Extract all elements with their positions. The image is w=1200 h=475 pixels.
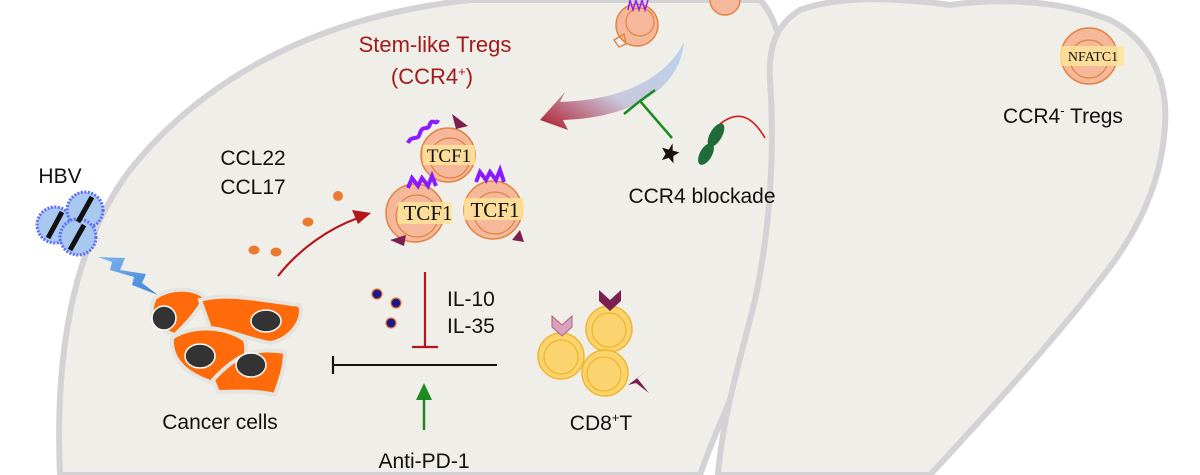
svg-text:TCF1: TCF1 xyxy=(427,146,471,167)
antibody-icon xyxy=(698,115,766,165)
ccr4-blockade-label: CCR4 blockade xyxy=(628,185,775,208)
stem-like-treg-cluster: TCF1 TCF1 TCF1 xyxy=(385,114,524,246)
ccr4-blockade-inhibition xyxy=(623,88,673,139)
cd8-t-cell-cluster xyxy=(537,290,649,397)
cancer-cells-label: Cancer cells xyxy=(162,411,278,434)
stem-like-tregs-title: Stem-like Tregs xyxy=(359,32,512,57)
treg-cell-top-partial xyxy=(709,0,741,16)
stem-like-tregs-marker: (CCR4+) xyxy=(391,64,473,89)
lightning-bolt-icon xyxy=(98,257,158,295)
anti-pd1-activation-arrow xyxy=(416,383,432,430)
tcf1-treg-cell: TCF1 xyxy=(385,170,453,246)
anti-pd1-label: Anti-PD-1 xyxy=(378,450,469,473)
hbv-label: HBV xyxy=(38,165,81,188)
hbv-virus-icon xyxy=(35,190,105,257)
cd8-killing-line xyxy=(331,356,497,374)
svg-text:TCF1: TCF1 xyxy=(403,201,452,225)
liver-right-lobe xyxy=(714,0,1169,475)
recruitment-arrow xyxy=(540,42,684,130)
cancer-cells-icon xyxy=(149,287,303,398)
chemokine-label-ccl17: CCL17 xyxy=(220,176,285,199)
cd8-t-cells-label: CD8+T xyxy=(570,410,633,435)
tcf1-treg-cell: TCF1 xyxy=(463,164,524,242)
chemokine-label-ccl22: CCL22 xyxy=(220,147,285,170)
nfatc1-treg-cell: NFATC1 xyxy=(1060,27,1124,85)
ccr4-negative-tregs-label: CCR4- Tregs xyxy=(1003,103,1123,128)
treg-suppression-inhibitor xyxy=(412,272,438,349)
small-molecule-star-icon xyxy=(661,143,680,164)
svg-text:NFATC1: NFATC1 xyxy=(1068,50,1118,65)
cytokine-label-il10: IL-10 xyxy=(447,288,495,311)
chemotaxis-arrow xyxy=(277,210,371,277)
chemokine-dots xyxy=(248,191,343,257)
tcf1-treg-cell: TCF1 xyxy=(406,114,476,183)
cytokine-label-il35: IL-35 xyxy=(447,315,495,338)
svg-text:TCF1: TCF1 xyxy=(470,198,519,222)
migrating-treg-cell xyxy=(612,0,659,48)
cytokine-dots xyxy=(371,288,402,329)
